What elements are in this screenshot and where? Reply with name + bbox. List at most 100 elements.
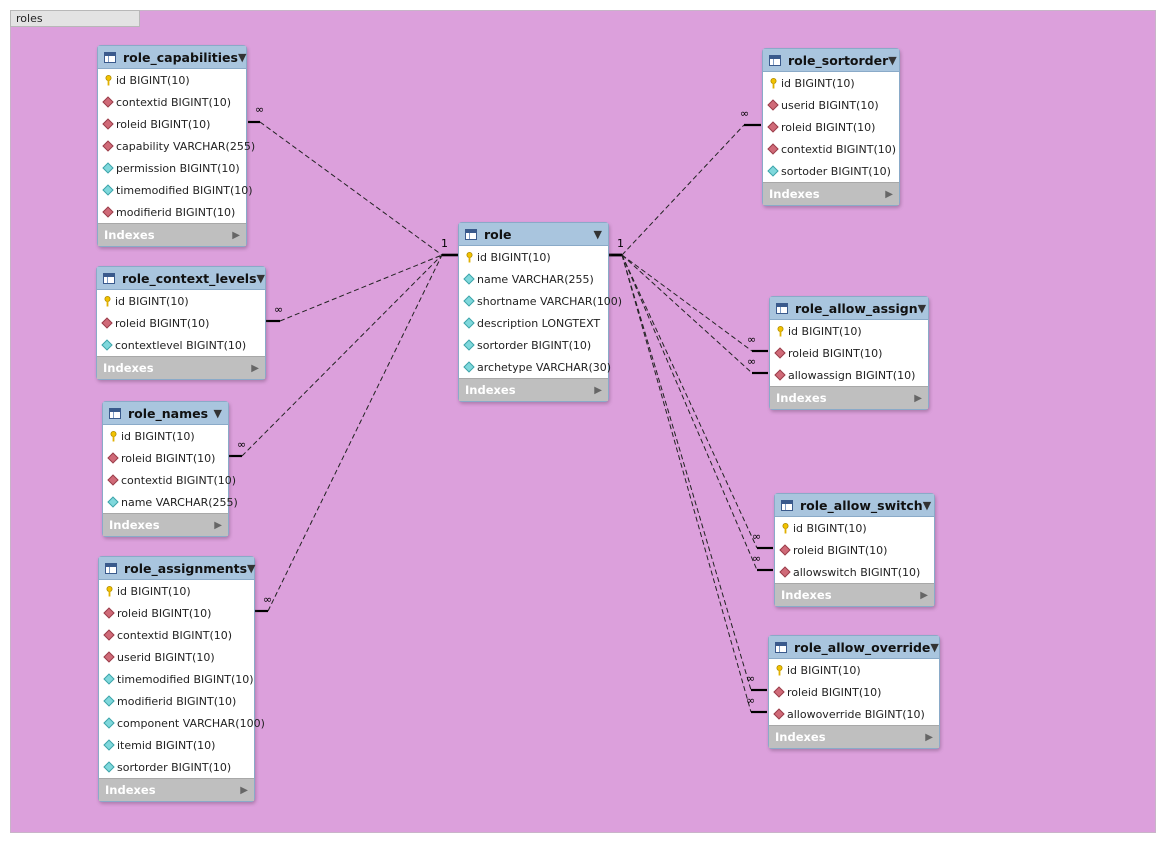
- cardinality-many-assign-1: ∞: [747, 333, 757, 346]
- column-row[interactable]: name VARCHAR(255): [103, 491, 238, 513]
- table-header[interactable]: role_allow_switch▼: [775, 494, 934, 517]
- collapse-toggle-icon[interactable]: ▼: [247, 561, 256, 575]
- column-row[interactable]: sortorder BIGINT(10): [99, 756, 254, 778]
- collapse-toggle-icon[interactable]: ▼: [213, 406, 222, 420]
- indexes-section[interactable]: Indexes▶: [775, 583, 934, 606]
- column-icon: [103, 163, 113, 173]
- column-row[interactable]: roleid BIGINT(10): [98, 113, 246, 135]
- indexes-section[interactable]: Indexes▶: [763, 182, 899, 205]
- column-row[interactable]: archetype VARCHAR(30): [459, 356, 611, 378]
- column-row[interactable]: itemid BIGINT(10): [99, 734, 254, 756]
- indexes-section[interactable]: Indexes▶: [97, 356, 265, 379]
- column-row[interactable]: timemodified BIGINT(10): [99, 668, 254, 690]
- column-row[interactable]: sortorder BIGINT(10): [459, 334, 608, 356]
- table-header[interactable]: role_context_levels▼: [97, 267, 265, 290]
- column-row[interactable]: component VARCHAR(100): [99, 712, 265, 734]
- table-role-sortorder[interactable]: role_sortorder▼id BIGINT(10)userid BIGIN…: [762, 48, 900, 206]
- column-row[interactable]: roleid BIGINT(10): [99, 602, 254, 624]
- column-row[interactable]: allowassign BIGINT(10): [770, 364, 928, 386]
- table-role-allow-switch[interactable]: role_allow_switch▼id BIGINT(10)roleid BI…: [774, 493, 935, 607]
- table-header[interactable]: role▼: [459, 223, 608, 246]
- indexes-section[interactable]: Indexes▶: [103, 513, 228, 536]
- column-row[interactable]: userid BIGINT(10): [99, 646, 254, 668]
- collapse-toggle-icon[interactable]: ▼: [237, 50, 247, 64]
- column-row[interactable]: userid BIGINT(10): [763, 94, 899, 116]
- column-row[interactable]: contextid BIGINT(10): [103, 469, 236, 491]
- column-row[interactable]: permission BIGINT(10): [98, 157, 246, 179]
- indexes-section[interactable]: Indexes▶: [99, 778, 254, 801]
- column-row[interactable]: allowoverride BIGINT(10): [769, 703, 939, 725]
- expand-arrow-icon[interactable]: ▶: [251, 362, 259, 374]
- table-role-allow-override[interactable]: role_allow_override▼id BIGINT(10)roleid …: [768, 635, 940, 749]
- expand-arrow-icon[interactable]: ▶: [914, 392, 922, 404]
- column-row[interactable]: contextid BIGINT(10): [763, 138, 899, 160]
- column-row[interactable]: roleid BIGINT(10): [770, 342, 928, 364]
- indexes-section[interactable]: Indexes▶: [769, 725, 939, 748]
- column-row[interactable]: roleid BIGINT(10): [97, 312, 265, 334]
- expand-arrow-icon[interactable]: ▶: [920, 589, 928, 601]
- column-row[interactable]: roleid BIGINT(10): [103, 447, 228, 469]
- collapse-toggle-icon[interactable]: ▼: [922, 498, 932, 512]
- foreign-key-icon: [104, 630, 114, 640]
- column-row[interactable]: description LONGTEXT: [459, 312, 608, 334]
- primary-key-icon: [103, 74, 113, 85]
- column-label: modifierid BIGINT(10): [116, 205, 236, 219]
- column-row[interactable]: capability VARCHAR(255): [98, 135, 255, 157]
- column-row[interactable]: allowswitch BIGINT(10): [775, 561, 934, 583]
- column-row[interactable]: id BIGINT(10): [459, 246, 608, 268]
- column-row[interactable]: contextid BIGINT(10): [98, 91, 246, 113]
- primary-key-icon: [104, 585, 114, 596]
- column-row[interactable]: modifierid BIGINT(10): [99, 690, 254, 712]
- column-row[interactable]: id BIGINT(10): [99, 580, 254, 602]
- column-row[interactable]: id BIGINT(10): [775, 517, 934, 539]
- column-row[interactable]: roleid BIGINT(10): [763, 116, 899, 138]
- column-row[interactable]: contextlevel BIGINT(10): [97, 334, 265, 356]
- expand-arrow-icon[interactable]: ▶: [925, 731, 933, 743]
- column-row[interactable]: id BIGINT(10): [97, 290, 265, 312]
- primary-key-icon: [108, 430, 118, 441]
- column-row[interactable]: id BIGINT(10): [103, 425, 228, 447]
- layer-label[interactable]: roles: [10, 10, 140, 27]
- indexes-section[interactable]: Indexes▶: [770, 386, 928, 409]
- column-row[interactable]: sortoder BIGINT(10): [763, 160, 899, 182]
- table-role-assignments[interactable]: role_assignments▼id BIGINT(10)roleid BIG…: [98, 556, 265, 802]
- table-header[interactable]: role_allow_override▼: [769, 636, 939, 659]
- table-header[interactable]: role_assignments▼: [99, 557, 256, 580]
- expand-arrow-icon[interactable]: ▶: [885, 188, 893, 200]
- table-header[interactable]: role_names▼: [103, 402, 228, 425]
- table-role-names[interactable]: role_names▼id BIGINT(10)roleid BIGINT(10…: [102, 401, 238, 537]
- column-row[interactable]: shortname VARCHAR(100): [459, 290, 622, 312]
- column-row[interactable]: id BIGINT(10): [98, 69, 246, 91]
- foreign-key-icon: [104, 652, 114, 662]
- table-role-capabilities[interactable]: role_capabilities▼id BIGINT(10)contextid…: [97, 45, 255, 247]
- column-row[interactable]: timemodified BIGINT(10): [98, 179, 253, 201]
- collapse-toggle-icon[interactable]: ▼: [930, 640, 939, 654]
- table-role[interactable]: role▼id BIGINT(10)name VARCHAR(255)short…: [458, 222, 622, 402]
- table-role-allow-assign[interactable]: role_allow_assign▼id BIGINT(10)roleid BI…: [769, 296, 929, 410]
- collapse-toggle-icon[interactable]: ▼: [593, 227, 602, 241]
- column-row[interactable]: id BIGINT(10): [763, 72, 899, 94]
- indexes-section[interactable]: Indexes▶: [459, 378, 608, 401]
- expand-arrow-icon[interactable]: ▶: [240, 784, 248, 796]
- column-row[interactable]: name VARCHAR(255): [459, 268, 608, 290]
- table-role-context-levels[interactable]: role_context_levels▼id BIGINT(10)roleid …: [96, 266, 266, 380]
- expand-arrow-icon[interactable]: ▶: [594, 384, 602, 396]
- collapse-toggle-icon[interactable]: ▼: [256, 271, 265, 285]
- column-row[interactable]: modifierid BIGINT(10): [98, 201, 246, 223]
- column-icon: [104, 674, 114, 684]
- collapse-toggle-icon[interactable]: ▼: [888, 53, 897, 67]
- column-row[interactable]: id BIGINT(10): [770, 320, 928, 342]
- indexes-section[interactable]: Indexes▶: [98, 223, 246, 246]
- column-row[interactable]: roleid BIGINT(10): [769, 681, 939, 703]
- column-label: sortorder BIGINT(10): [477, 338, 592, 352]
- column-row[interactable]: id BIGINT(10): [769, 659, 939, 681]
- collapse-toggle-icon[interactable]: ▼: [917, 301, 927, 315]
- table-header[interactable]: role_capabilities▼: [98, 46, 246, 69]
- expand-arrow-icon[interactable]: ▶: [214, 519, 222, 531]
- table-header[interactable]: role_allow_assign▼: [770, 297, 928, 320]
- foreign-key-icon: [768, 122, 778, 132]
- expand-arrow-icon[interactable]: ▶: [232, 229, 240, 241]
- column-row[interactable]: roleid BIGINT(10): [775, 539, 934, 561]
- column-row[interactable]: contextid BIGINT(10): [99, 624, 254, 646]
- table-header[interactable]: role_sortorder▼: [763, 49, 899, 72]
